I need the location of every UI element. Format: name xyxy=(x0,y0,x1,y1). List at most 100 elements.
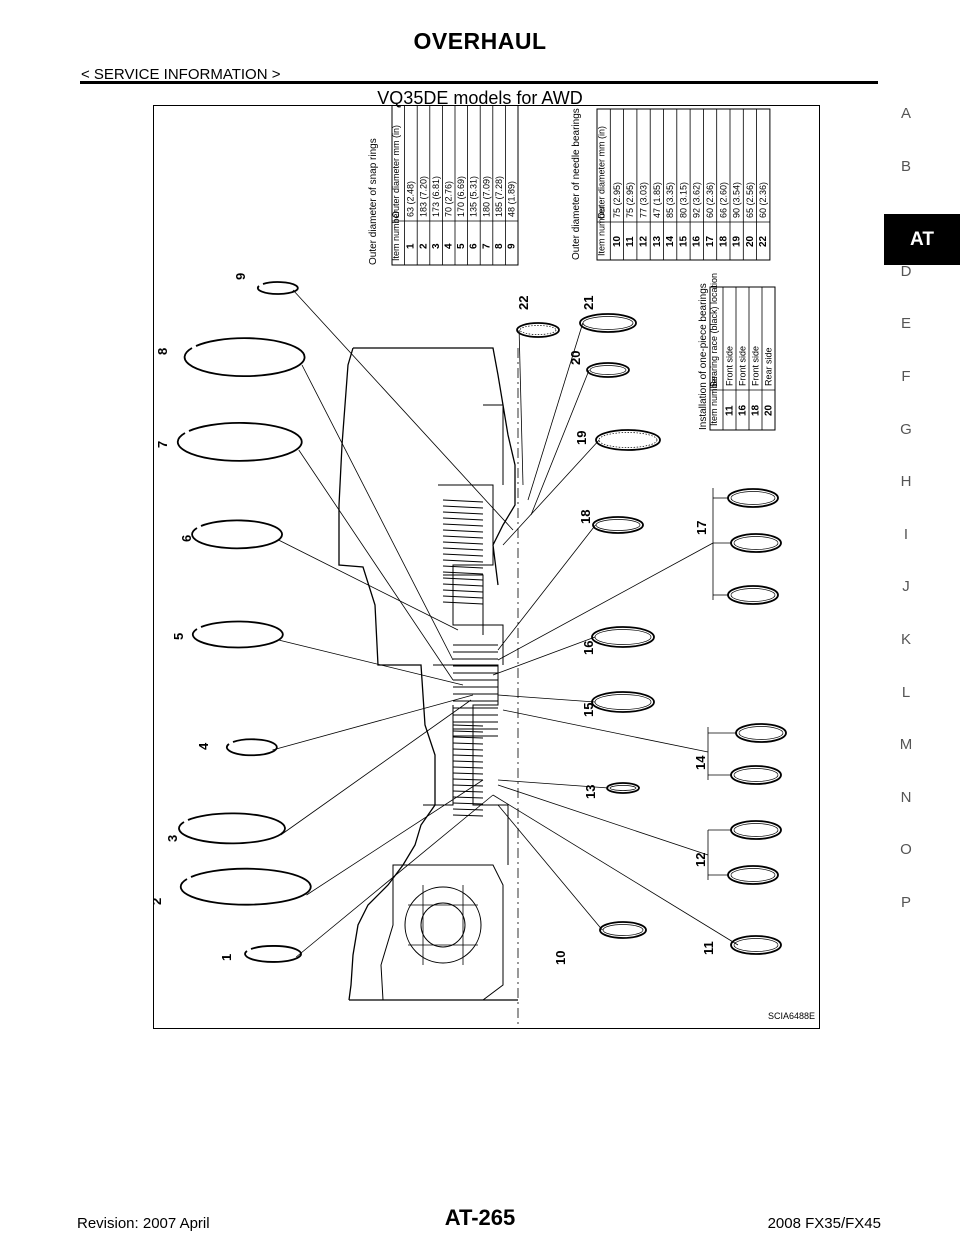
section-tab-active[interactable]: AT xyxy=(884,214,960,265)
callout-21: 21 xyxy=(581,296,596,310)
callout-9: 9 xyxy=(233,273,248,280)
needle-bearings-table-header-diameter: Outer diameter mm (in) xyxy=(596,126,606,219)
callout-22: 22 xyxy=(516,296,531,310)
one-piece-table-header-item: Item number xyxy=(709,375,719,426)
footer-model: 2008 FX35/FX45 xyxy=(767,1215,881,1232)
section-index-p[interactable]: P xyxy=(900,893,911,911)
section-index-e[interactable]: E xyxy=(900,315,911,333)
page-title: OVERHAUL xyxy=(413,28,547,54)
section-index-h[interactable]: H xyxy=(900,473,912,491)
callout-10: 10 xyxy=(553,951,568,965)
needle-bearing-22 xyxy=(516,322,560,338)
snap-ring-3 xyxy=(178,812,286,845)
one-piece-table-header-diameter: Bearing race (black) location xyxy=(709,273,719,387)
callout-7: 7 xyxy=(155,441,170,448)
section-breadcrumb: < SERVICE INFORMATION > xyxy=(81,66,281,83)
snap-rings-table-header-item: Item number xyxy=(391,210,401,261)
leader-21 xyxy=(527,322,584,501)
transmission-diagram: 98765432122212019181615131017141211 Oute… xyxy=(153,105,815,1029)
needle-bearings-table-row-value: 90 (3.54) xyxy=(732,182,742,218)
callout-4: 4 xyxy=(196,742,211,750)
section-index-d[interactable]: D xyxy=(900,262,912,280)
callout-1: 1 xyxy=(219,954,234,961)
leader-9 xyxy=(292,289,514,531)
needle-bearings-table-row-value: 60 (2.36) xyxy=(758,182,768,218)
one-piece-table-row-item: 16 xyxy=(737,404,748,416)
snap-ring-5 xyxy=(191,620,284,649)
snap-rings-table-row-value: 70 (2.76) xyxy=(443,181,453,217)
leader-12 xyxy=(497,784,709,856)
section-index-g[interactable]: G xyxy=(900,420,912,438)
snap-rings-table-row-value: 63 (2.48) xyxy=(406,181,416,217)
snap-rings-table-row-item: 6 xyxy=(469,243,480,249)
needle-bearing-10 xyxy=(599,921,647,939)
callout-14: 14 xyxy=(693,755,708,770)
section-index-i[interactable]: I xyxy=(903,525,909,543)
leader-22 xyxy=(518,329,524,486)
page-number: AT-265 xyxy=(444,1205,516,1230)
leader-4 xyxy=(272,694,474,751)
needle-bearings-table-row-value: 77 (3.03) xyxy=(638,182,648,218)
needle-bearings-table-row-item: 22 xyxy=(758,235,769,247)
snap-rings-table-row-item: 9 xyxy=(506,243,517,249)
one-piece-table-row-value: Rear side xyxy=(763,347,773,386)
figure-frame xyxy=(153,105,820,1029)
needle-bearings-table-row-item: 20 xyxy=(745,235,756,247)
leader-7 xyxy=(298,449,454,681)
needle-bearings-table-row-item: 18 xyxy=(718,235,729,247)
snap-ring-2 xyxy=(179,867,312,906)
section-index-f[interactable]: F xyxy=(901,367,911,385)
leader-8 xyxy=(301,364,454,661)
section-index-m[interactable]: M xyxy=(899,736,913,754)
callout-2: 2 xyxy=(153,898,164,905)
leader-19 xyxy=(502,439,600,546)
section-index: A B D E F G H I J K L M N O P xyxy=(886,104,926,946)
leader-1 xyxy=(295,794,494,958)
callout-6: 6 xyxy=(179,535,194,542)
needle-bearings-table-row-value: 85 (3.35) xyxy=(665,182,675,218)
snap-rings-table-row-value: 183 (7.20) xyxy=(418,176,428,217)
leader-2 xyxy=(306,779,484,896)
needle-bearings-table-row-item: 11 xyxy=(625,236,636,247)
section-index-n[interactable]: N xyxy=(900,788,912,806)
needle-bearings-table-caption: Outer diameter of needle bearings xyxy=(571,108,582,260)
needle-bearing-16 xyxy=(591,626,655,648)
snap-ring-4 xyxy=(226,738,278,757)
section-index-o[interactable]: O xyxy=(900,841,912,859)
snap-rings-table-row-item: 4 xyxy=(443,243,454,249)
needle-bearings-table-row-value: 75 (2.95) xyxy=(612,182,622,218)
snap-rings-table-row-value: 180 (7.09) xyxy=(481,176,491,217)
callout-3: 3 xyxy=(165,835,180,842)
needle-bearings-table-row-value: 60 (2.36) xyxy=(705,182,715,218)
callout-17: 17 xyxy=(694,521,709,535)
callout-19: 19 xyxy=(574,431,589,445)
one-piece-table-row-item: 18 xyxy=(750,404,761,416)
snap-rings-table-row-item: 1 xyxy=(406,243,417,249)
section-index-k[interactable]: K xyxy=(900,630,911,648)
section-index-b[interactable]: B xyxy=(900,157,911,175)
snap-rings-table-row-item: 5 xyxy=(456,243,467,249)
leader-10 xyxy=(497,804,603,931)
snap-ring-8 xyxy=(183,337,306,378)
snap-rings-table-row-item: 2 xyxy=(418,243,429,249)
case-outline xyxy=(338,347,436,1001)
section-index-l[interactable]: L xyxy=(901,683,911,701)
callout-11: 11 xyxy=(701,941,716,955)
figure-title: VQ35DE models for AWD xyxy=(377,88,583,108)
needle-bearings-table-header-item: Item number xyxy=(596,205,606,256)
section-index-a[interactable]: A xyxy=(900,105,911,122)
needle-bearing-15 xyxy=(591,691,655,713)
snap-ring-9 xyxy=(256,281,299,295)
leader-16 xyxy=(492,636,596,676)
snap-rings-table-row-item: 3 xyxy=(431,243,442,249)
snap-rings-table-row-value: 185 (7.28) xyxy=(494,176,504,217)
snap-ring-1 xyxy=(244,945,302,963)
needle-bearings-table-row-value: 65 (2.56) xyxy=(745,182,755,218)
section-index-j[interactable]: J xyxy=(902,578,910,596)
leader-17 xyxy=(497,542,714,661)
needle-bearings-table-row-item: 12 xyxy=(638,235,649,247)
snap-rings-table-header-diameter: Outer diameter mm (in) xyxy=(391,125,401,218)
